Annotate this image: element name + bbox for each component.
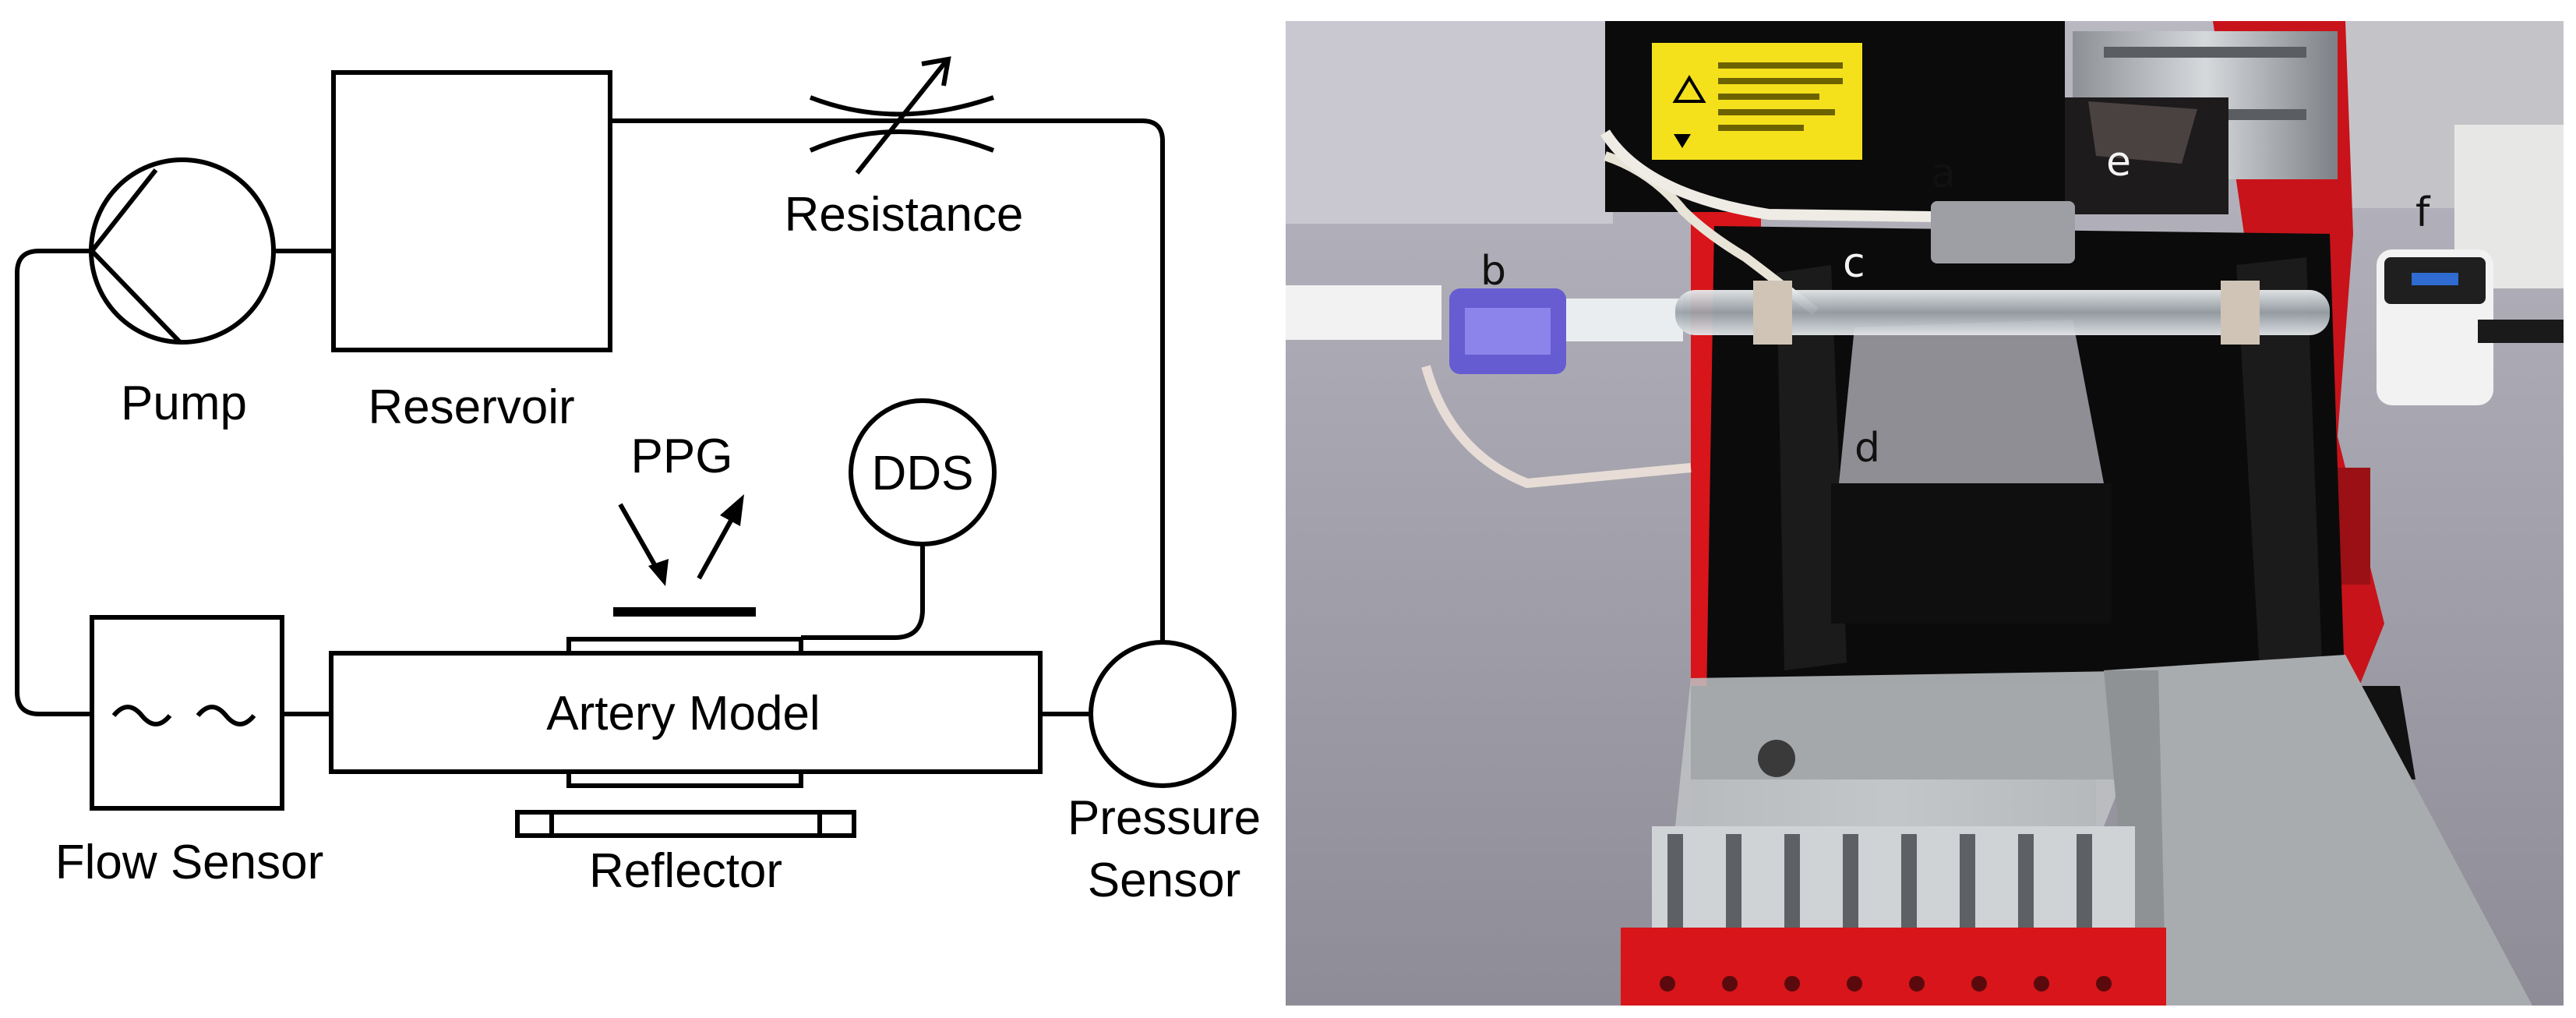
setup-photograph [1286, 21, 2564, 1006]
marker-f: f [2415, 189, 2431, 236]
schematic-diagram [15, 56, 1237, 838]
reflector-card-d [1839, 320, 2104, 483]
label-flow-sensor: Flow Sensor [55, 836, 324, 889]
label-ppg: PPG [631, 429, 733, 483]
label-resistance: Resistance [785, 188, 1024, 242]
label-pressure-line1: Pressure [1067, 791, 1261, 845]
resistance-symbol [809, 56, 995, 175]
artery-model-tube-c [1675, 290, 2330, 335]
label-reflector: Reflector [589, 844, 782, 898]
reservoir-box [331, 70, 612, 352]
red-frame-bottom [1621, 928, 2166, 1006]
metal-base-plate [1675, 670, 2166, 826]
marker-d: d [1854, 425, 1880, 472]
marker-e: e [2106, 139, 2131, 186]
marker-a: a [1931, 150, 1956, 197]
label-pressure-line2: Sensor [1088, 854, 1240, 907]
label-artery-model: Artery Model [546, 687, 820, 741]
component-a [1931, 201, 2075, 263]
marker-c: c [1843, 240, 1865, 287]
flow-sensor-wave-left [111, 705, 172, 726]
flow-sensor-wave-right [196, 705, 256, 726]
marker-b: b [1480, 248, 1506, 295]
label-dds: DDS [872, 447, 974, 500]
label-reservoir: Reservoir [368, 380, 574, 434]
label-pump: Pump [121, 376, 247, 430]
schematic-labels: Pump Reservoir Resistance PPG DDS Artery… [55, 188, 1261, 907]
photo-markers: a b c d e f [1480, 139, 2431, 472]
